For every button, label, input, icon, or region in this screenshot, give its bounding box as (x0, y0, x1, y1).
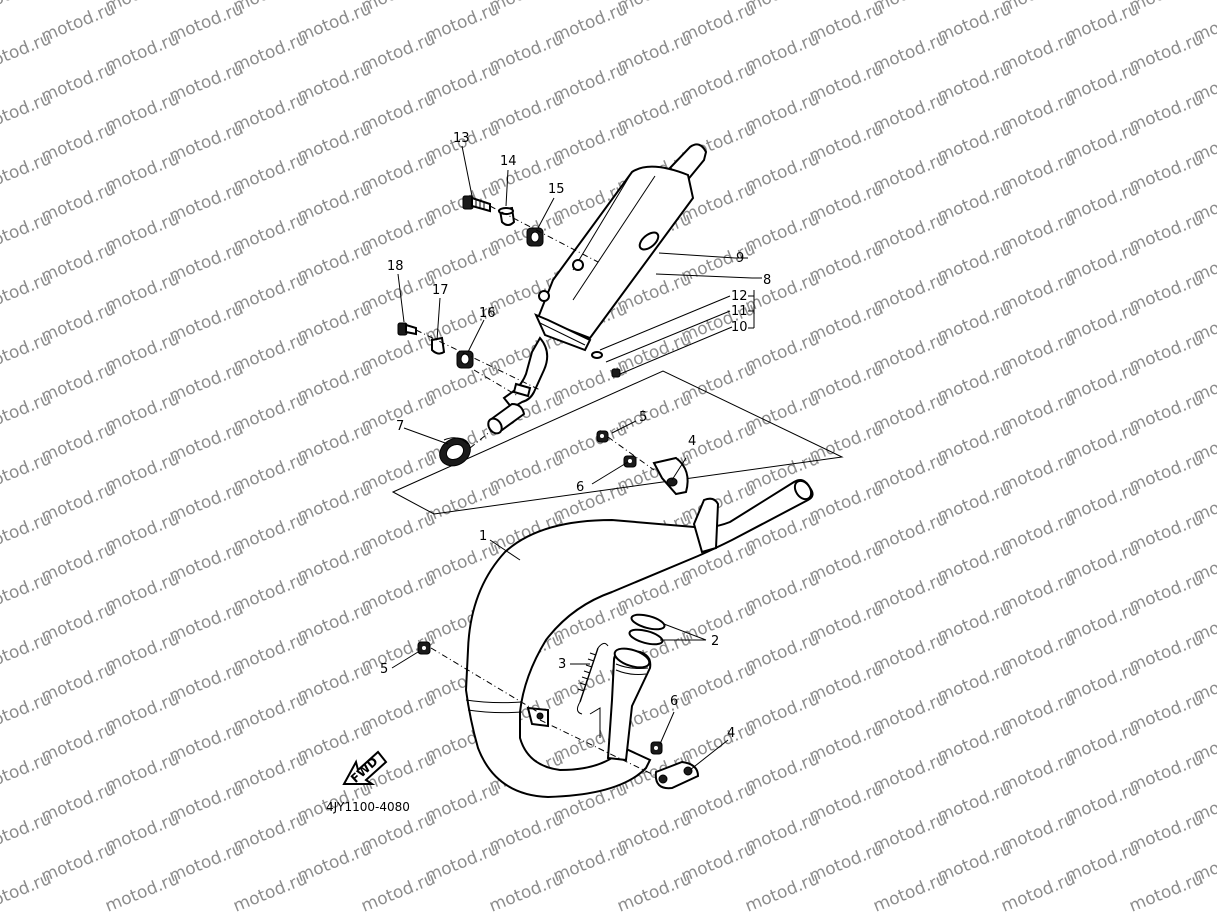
bracket-4-lower (654, 760, 700, 790)
callout-10: 10 (731, 320, 748, 335)
callout-11: 11 (731, 304, 748, 319)
callout-12: 12 (731, 289, 748, 304)
collar-14 (498, 206, 516, 226)
bolt-6-upper (623, 455, 637, 468)
callout-5-lower: 5 (380, 662, 388, 677)
exhaust-pipe (464, 479, 814, 799)
bolt-5-lower (417, 641, 431, 655)
bolt-18 (397, 322, 417, 336)
callout-4-lower: 4 (727, 726, 735, 741)
fwd-arrow-icon: FWD (342, 750, 388, 786)
drawing-code: 4JY1100-4080 (326, 800, 410, 814)
spring-3 (576, 642, 609, 738)
callout-17: 17 (432, 283, 449, 298)
bolt-5-upper (596, 430, 609, 443)
callout-14: 14 (500, 154, 517, 169)
gasket-7 (439, 437, 471, 467)
bolt-13 (462, 195, 491, 213)
callout-6-upper: 6 (576, 480, 584, 495)
callout-15: 15 (548, 182, 565, 197)
callout-6-lower: 6 (670, 694, 678, 709)
callout-4-upper: 4 (688, 434, 696, 449)
callout-2: 2 (711, 634, 719, 649)
callout-3: 3 (558, 657, 566, 672)
callout-1: 1 (479, 529, 487, 544)
callout-7: 7 (396, 419, 404, 434)
subassembly-frame (391, 370, 844, 515)
grommet-16 (456, 350, 474, 369)
washer-nut-10-11 (591, 351, 621, 378)
header-flange (606, 647, 652, 762)
silencer (487, 143, 708, 435)
callout-5-upper: 5 (639, 410, 647, 425)
callout-16: 16 (479, 306, 496, 321)
callout-18: 18 (387, 259, 404, 274)
bracket-4-upper (652, 456, 689, 496)
assembly-lines (415, 205, 657, 777)
grommet-15 (526, 227, 544, 247)
callout-numbers: 13 14 15 18 17 16 9 8 12 11 10 7 5 4 6 1… (380, 131, 771, 741)
callout-13: 13 (453, 131, 470, 146)
leader-lines (391, 145, 762, 771)
callout-8: 8 (763, 273, 771, 288)
bolt-6-lower (650, 741, 663, 755)
gasket-2 (628, 613, 666, 646)
collar-17 (431, 336, 446, 355)
callout-9: 9 (736, 251, 744, 266)
